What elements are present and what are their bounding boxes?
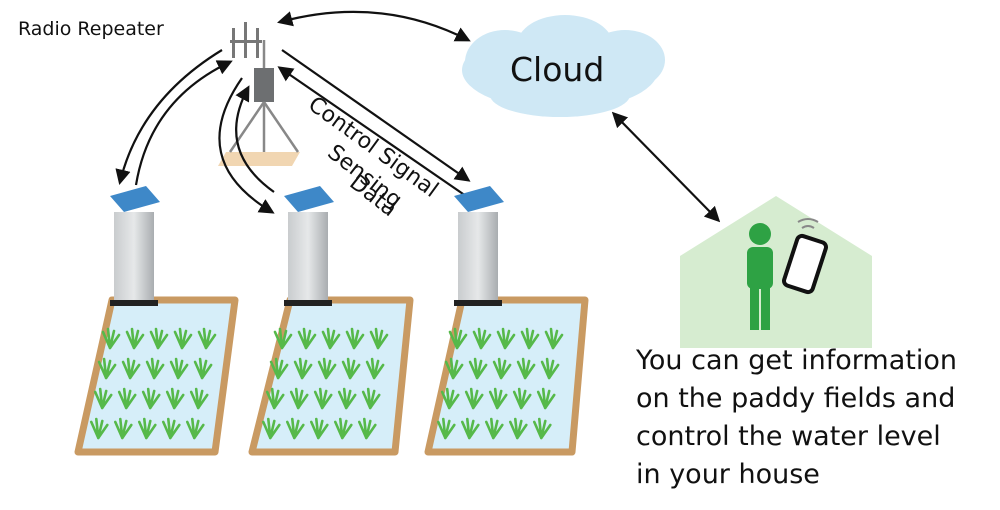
rice-plant: [485, 417, 504, 440]
rice-plant: [265, 387, 285, 410]
rice-plants: [262, 327, 389, 440]
house-icon: [680, 196, 872, 348]
rice-plant: [117, 387, 137, 410]
rice-plant: [488, 387, 508, 410]
rice-plant: [165, 387, 185, 410]
left-loop-arrow-outer: [115, 49, 223, 185]
info-line: in your house: [636, 459, 820, 490]
paddy-field-1: [74, 296, 239, 456]
water-level-sensor-1: [110, 186, 160, 306]
rice-plant: [440, 387, 460, 410]
rice-plant: [273, 327, 293, 350]
person-icon: [747, 223, 773, 330]
rice-plant: [114, 417, 133, 440]
rice-plant: [533, 417, 552, 440]
rice-plant: [492, 357, 512, 380]
rice-plant: [269, 357, 289, 380]
rice-plant: [169, 357, 189, 380]
rice-plant: [121, 357, 141, 380]
rice-plant: [444, 357, 464, 380]
rice-plant: [540, 357, 560, 380]
water-level-sensor-2: [284, 186, 334, 306]
rice-plant: [286, 417, 305, 440]
rice-plant: [317, 357, 337, 380]
radio-repeater-label: Radio Repeater: [18, 18, 164, 40]
paddy-field-3: [424, 296, 589, 456]
rice-plant: [125, 327, 145, 350]
communication-arrows: [115, 10, 721, 223]
rice-plant: [496, 327, 516, 350]
cloud-house-arrow: [611, 111, 721, 223]
rice-plant: [321, 327, 341, 350]
rice-plant: [310, 417, 329, 440]
rice-plant: [536, 387, 556, 410]
info-line: on the paddy fields and: [636, 383, 956, 414]
smartphone-icon: [782, 218, 828, 295]
rice-plant: [365, 357, 385, 380]
rice-plant: [141, 387, 161, 410]
rice-plant: [193, 357, 213, 380]
rice-plant: [437, 417, 456, 440]
rice-plant: [313, 387, 333, 410]
info-line: You can get information: [636, 345, 957, 376]
rice-plant: [293, 357, 313, 380]
rice-plant: [162, 417, 181, 440]
rice-plant: [361, 387, 381, 410]
radio-repeater-tower: [218, 22, 300, 166]
sensing-data-arrow: [277, 66, 467, 197]
rice-plant: [197, 327, 217, 350]
rice-plant: [138, 417, 157, 440]
info-text: You can get information on the paddy fie…: [636, 342, 996, 494]
rice-plant: [341, 357, 361, 380]
rice-plant: [544, 327, 564, 350]
middle-loop-arrow-inner: [235, 85, 275, 193]
control-signal-arrow: [281, 49, 471, 182]
rice-plant: [186, 417, 205, 440]
rice-plant: [516, 357, 536, 380]
rice-plant: [369, 327, 389, 350]
rice-plant: [358, 417, 377, 440]
rice-plant: [345, 327, 365, 350]
water-level-sensor-3: [454, 186, 504, 306]
rice-plant: [461, 417, 480, 440]
cloud-label: Cloud: [510, 50, 605, 89]
middle-loop-arrow-outer: [218, 77, 275, 214]
rice-plant: [262, 417, 281, 440]
cloud-shape: [462, 15, 665, 117]
rice-plant: [509, 417, 528, 440]
rice-plant: [101, 327, 121, 350]
tower-cloud-arrow: [277, 10, 471, 42]
rice-plant: [472, 327, 492, 350]
rice-plant: [90, 417, 109, 440]
rice-plant: [334, 417, 353, 440]
rice-plant: [149, 327, 169, 350]
rice-plant: [464, 387, 484, 410]
rice-plant: [97, 357, 117, 380]
rice-plant: [448, 327, 468, 350]
rice-plant: [468, 357, 488, 380]
rice-plant: [297, 327, 317, 350]
rice-plant: [189, 387, 209, 410]
paddy-field-2: [248, 296, 414, 456]
rice-plant: [145, 357, 165, 380]
rice-plants: [90, 327, 217, 440]
info-line: control the water level: [636, 421, 941, 452]
rice-plant: [512, 387, 532, 410]
rice-plant: [520, 327, 540, 350]
rice-plant: [289, 387, 309, 410]
rice-plant: [93, 387, 113, 410]
rice-plant: [173, 327, 193, 350]
rice-plant: [337, 387, 357, 410]
rice-plants: [437, 327, 564, 440]
left-loop-arrow-inner: [134, 60, 233, 186]
